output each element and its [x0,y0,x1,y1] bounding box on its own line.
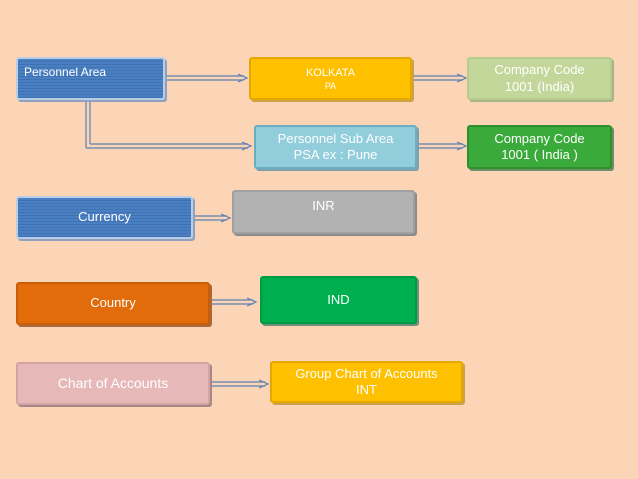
company-code-bottom-line1: Company Code [494,130,585,146]
pa-label: PA [324,80,337,91]
personnel-area-box: Personnel Area [16,57,165,100]
ind-label: IND [327,291,350,307]
company-code-top-line2: 1001 (India) [504,78,575,94]
group-chart-of-accounts-box: Group Chart of Accounts INT [270,361,463,403]
connector-personnel-to-kolkata [165,73,249,83]
psa-line1: Personnel Sub Area [277,130,394,146]
kolkata-box: KOLKATA PA [249,57,412,100]
connector-currency-to-inr [193,213,232,223]
company-code-top-line1: Company Code [494,62,585,78]
country-box: Country [16,282,210,325]
company-code-bottom-line2: 1001 ( India ) [501,147,578,162]
connector-psa-to-company-code [417,141,468,151]
group-chart-line2: INT [356,382,377,397]
country-label: Country [90,295,136,311]
currency-label: Currency [78,209,131,225]
connector-country-to-ind [210,297,258,307]
connector-personnel-to-psa [85,101,253,151]
group-chart-line1: Group Chart of Accounts [295,365,438,381]
kolkata-label: KOLKATA [305,67,356,79]
personnel-sub-area-box: Personnel Sub Area PSA ex : Pune [254,125,417,169]
chart-of-accounts-box: Chart of Accounts [16,362,210,405]
company-code-bottom-box: Company Code 1001 ( India ) [467,125,612,169]
currency-box: Currency [16,196,193,239]
ind-box: IND [260,276,417,324]
company-code-top-box: Company Code 1001 (India) [467,57,612,100]
chart-of-accounts-label: Chart of Accounts [57,374,169,391]
connector-chart-to-group-chart [210,379,270,389]
inr-label: INR [312,198,335,213]
personnel-area-label: Personnel Area [24,65,107,79]
inr-box: INR [232,190,415,234]
connector-kolkata-to-company-code [412,73,468,83]
psa-line2: PSA ex : Pune [293,147,378,162]
